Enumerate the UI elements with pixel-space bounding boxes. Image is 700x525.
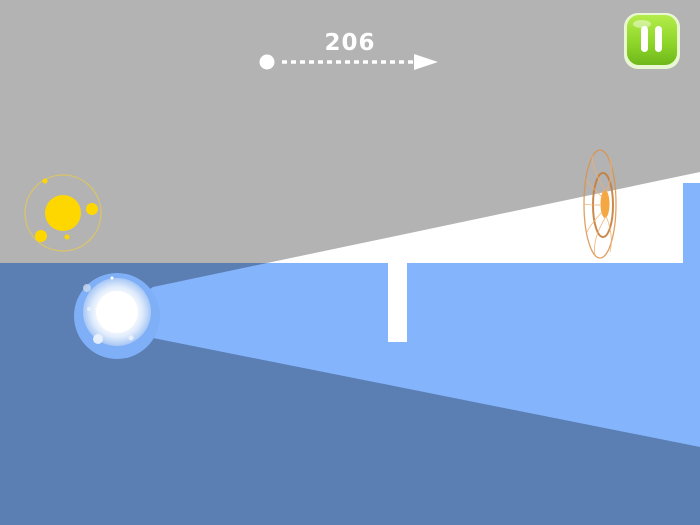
portal-icon [583,149,617,259]
arrow-right-icon [414,54,438,70]
light-orb-icon[interactable] [74,273,160,359]
distance-score: 206 [324,30,376,56]
pillar-obstacle [388,263,407,342]
sun-icon [24,174,102,252]
progress-indicator [259,54,438,70]
pause-icon [641,26,662,52]
right-block-obstacle [683,183,700,263]
pause-button[interactable] [624,13,680,69]
